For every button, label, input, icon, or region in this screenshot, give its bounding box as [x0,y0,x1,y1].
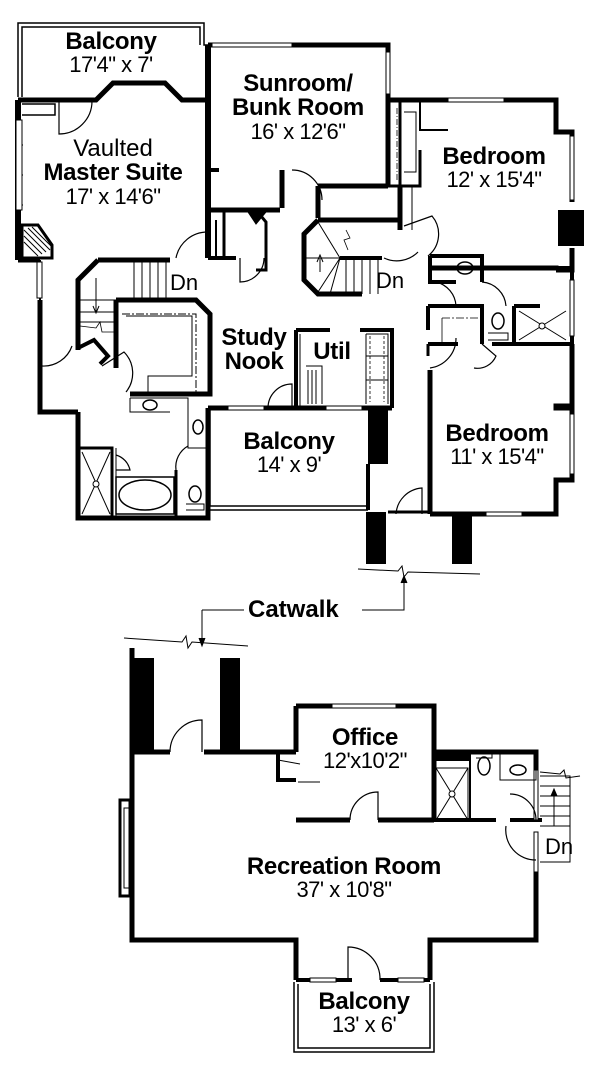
window [211,42,391,95]
staircase-center [301,217,419,297]
window [36,261,43,299]
window [227,405,363,411]
balcony-rec-railing [293,946,435,1053]
window [485,413,575,517]
staircase-lower [539,769,581,863]
bedroom-2-walls [426,344,575,517]
window [569,279,575,337]
room-label-balcony-rec: Balcony 13' x 6' [318,988,410,1038]
room-label-master-suite: Vaulted Master Suite 17' x 14'6" [43,135,183,209]
room-label-sunroom: Sunroom/ Bunk Room 16' x 12'6" [232,70,364,144]
room-label-balcony-master: Balcony 17'4" x 7' [65,28,157,78]
recreation-walls [129,648,542,980]
room-label-balcony-middle: Balcony 14' x 9' [243,428,335,478]
chimney [558,210,584,246]
stair-down-label: Dn [376,268,405,293]
catwalk-indicator [123,564,481,650]
room-label-study-nook: Study Nook [221,324,287,376]
window [447,97,575,201]
room-label-office: Office 12'x10'2" [323,724,407,774]
room-label-recreation-room: Recreation Room 37' x 10'8" [246,853,442,903]
column [366,512,386,564]
column [368,408,388,464]
stair-down-label: Dn [170,270,199,295]
fireplace-icon [20,223,54,260]
staircase-left [37,257,213,521]
room-label-bedroom-1: Bedroom 12' x 15'4" [442,143,546,193]
master-bath [78,397,208,518]
catwalk-label: Catwalk [248,596,339,623]
lower-bath-fixtures [277,751,537,821]
door-swing [58,100,209,259]
bath-walls [426,254,574,346]
window [15,119,23,211]
room-label-util: Util [313,338,351,365]
room-label-bedroom-2: Bedroom 11' x 15'4" [445,420,549,470]
stair-down-label: Dn [545,834,574,859]
column [452,516,472,564]
